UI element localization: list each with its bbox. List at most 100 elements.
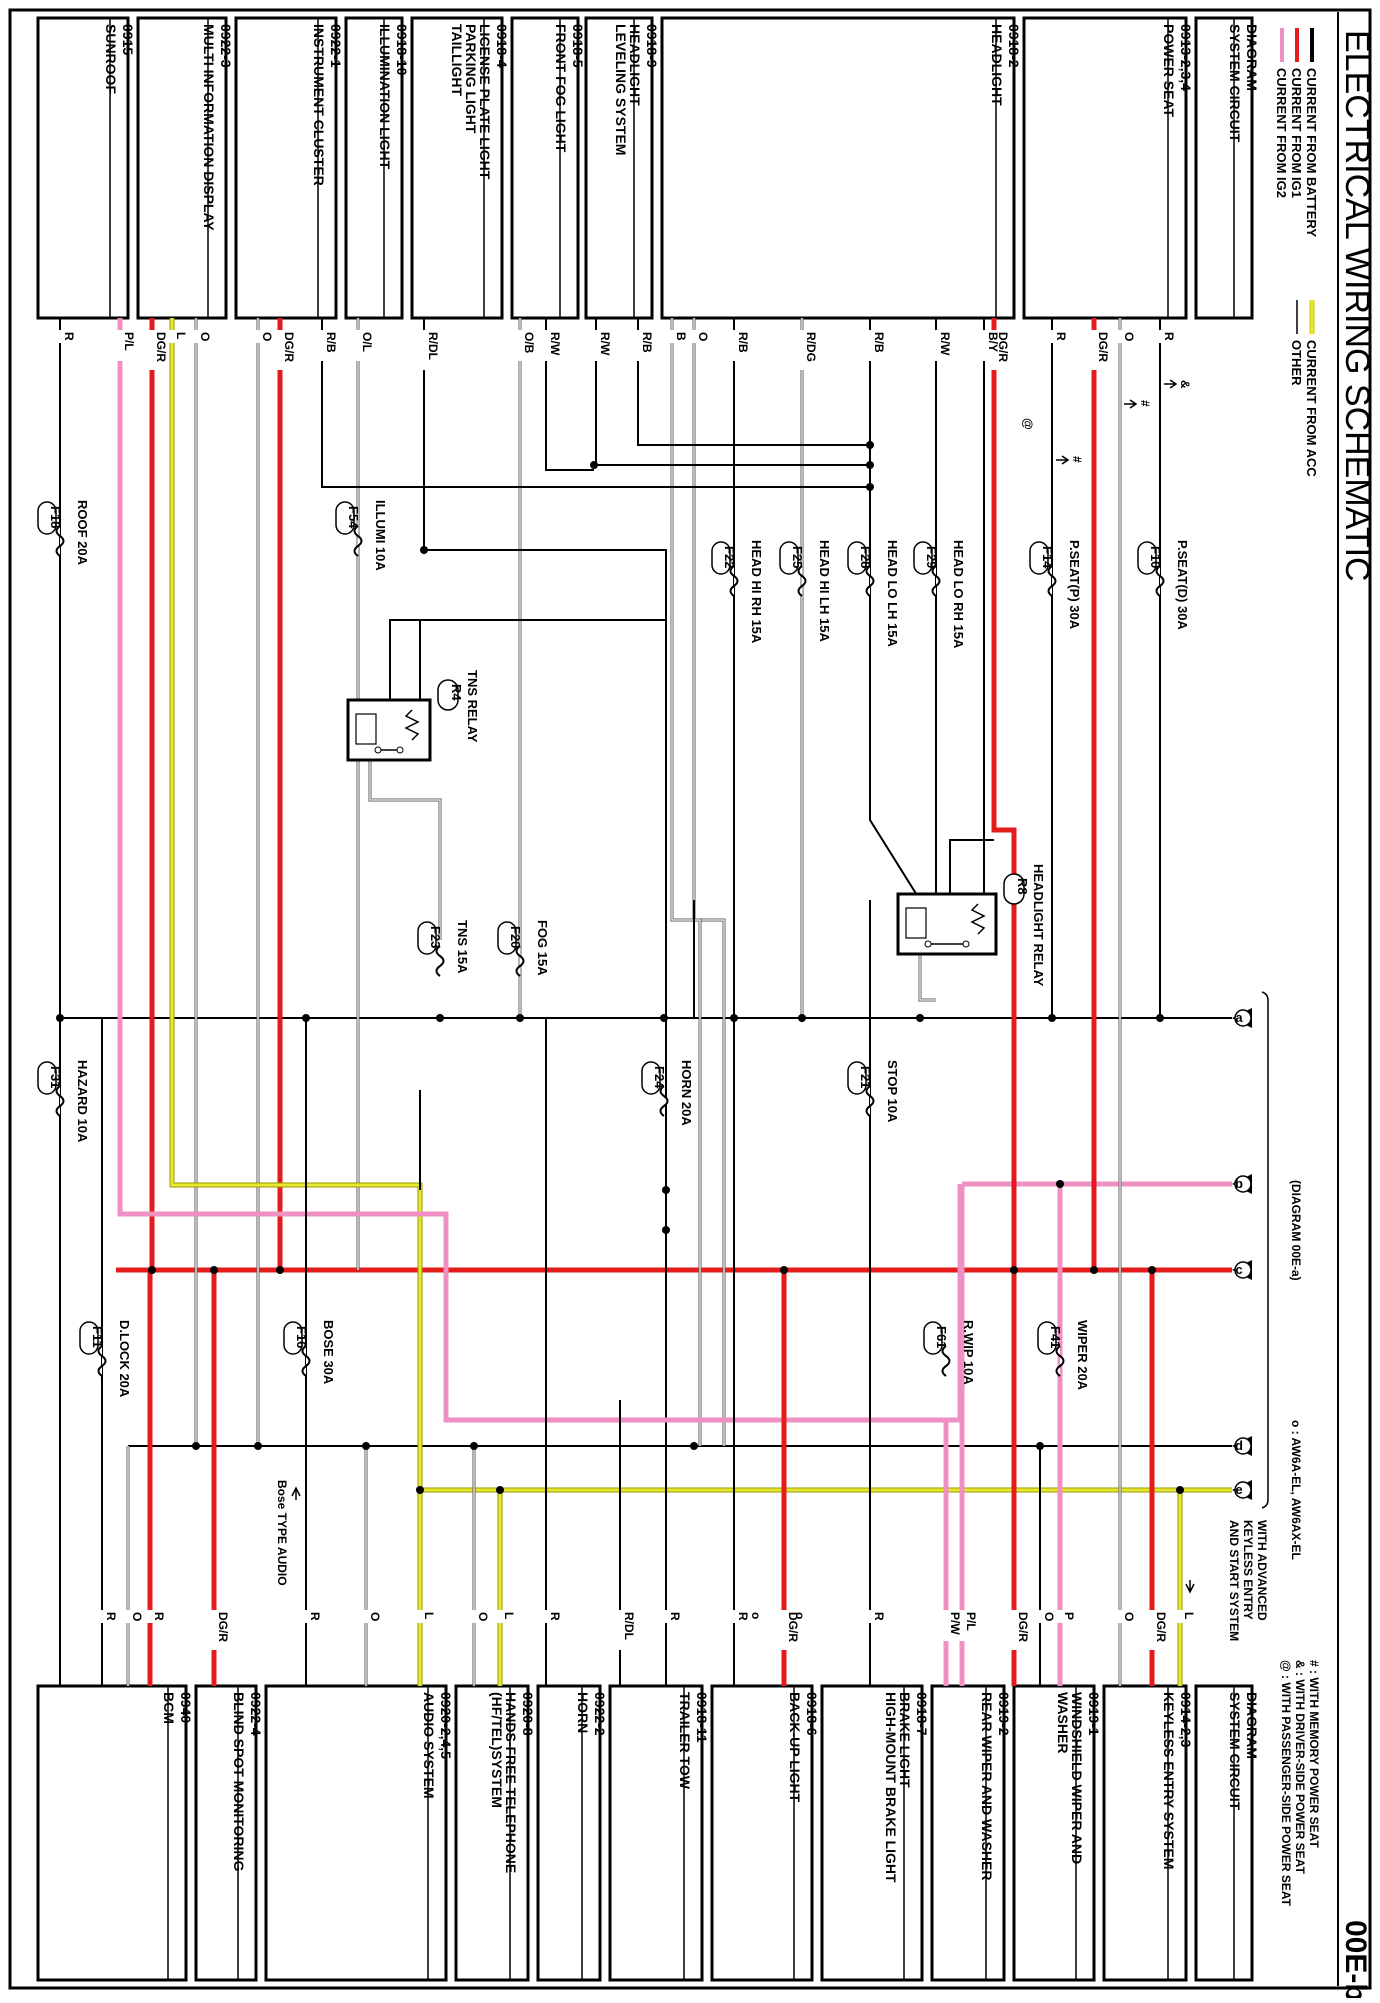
right-wire-label: R (104, 1612, 118, 1621)
fuse-label: WIPER 20A (1075, 1320, 1090, 1391)
left-box-9 (36, 16, 130, 320)
marker-amp: & (1178, 380, 1192, 389)
fuse-F29: HEAD LO RH 15A F29 (913, 540, 966, 649)
fuse-symbol (865, 565, 875, 597)
wire-labels: RODG/RRDG/RB/YR/WR/BR/DGR/BOBR/BR/WR/WO/… (52, 330, 1196, 1650)
right-box-name: TRAILER TOW (677, 1692, 693, 1790)
right-box-name: BCM (161, 1692, 177, 1724)
note-bose: Bose TYPE AUDIO (275, 1480, 289, 1586)
left-wire-label: L (174, 332, 188, 339)
splice-dot (1056, 1180, 1064, 1188)
splice-dot (662, 1226, 670, 1234)
fuse-symbol (435, 945, 445, 977)
wire-license-rdl (423, 318, 667, 1446)
right-box-name: (HF/TEL)SYSTEM (489, 1692, 505, 1808)
left-box-name: SUNROOF (103, 24, 119, 94)
fuse-label: D.LOCK 20A (117, 1320, 132, 1398)
fuse-symbol (55, 525, 65, 557)
splice-dot (276, 1266, 284, 1274)
fuse-label: HEAD HI RH 15A (749, 540, 764, 644)
fuse-label: ROOF 20A (75, 500, 90, 566)
splice-dot (420, 546, 428, 554)
page-code: 00E-b (1339, 1920, 1372, 1998)
fuse-id-badge (1029, 541, 1049, 575)
splice-dot (866, 441, 874, 449)
left-wire-label: O (260, 332, 274, 341)
splice-dot (302, 1014, 310, 1022)
left-wire-label: DG/R (996, 332, 1010, 362)
left-wire-label: O (198, 332, 212, 341)
right-box-code: 0922-4 (248, 1692, 264, 1736)
left-wire-label: R/B (736, 332, 750, 353)
connector-letter: e (1235, 1482, 1242, 1497)
note-model: o : AW6A-EL, AW6AX-EL (1289, 1420, 1303, 1560)
note-memory-seat: # : WITH MEMORY POWER SEAT (1307, 1660, 1321, 1848)
fuse-label: HEAD LO RH 15A (951, 540, 966, 649)
right-box-4 (820, 1684, 924, 1982)
right-box-3 (930, 1684, 1006, 1982)
left-wire-label: O (1122, 332, 1136, 341)
left-box-code: 0918-2 (1006, 24, 1022, 68)
left-wire-label: R/B (640, 332, 654, 353)
legend-label-battery: CURRENT FROM BATTERY (1304, 68, 1319, 237)
splice-dot (1148, 1266, 1156, 1274)
left-box-code: 0922-1 (328, 24, 344, 68)
fuse-id: F16 (294, 1326, 309, 1348)
marker-circle-1: o (749, 1612, 763, 1619)
left-wire-label: R/W (548, 332, 562, 356)
fuse-symbol (1155, 565, 1165, 597)
fuse-symbol (797, 565, 807, 597)
marker-hash-2: # (1070, 456, 1084, 463)
fuse-label: P.SEAT(P) 30A (1067, 540, 1082, 630)
left-box-name: LEVELING SYSTEM (613, 24, 629, 155)
left-wire-label: R (1162, 332, 1176, 341)
right-box-code: DIAGRAM (1244, 1692, 1260, 1759)
fuse-id-badge (335, 501, 355, 535)
note-diagram-ref: (DIAGRAM 00E-a) (1289, 1180, 1303, 1281)
left-wire-label: R/B (324, 332, 338, 353)
wire-head-relay-in (949, 839, 994, 894)
left-wire-label: O/L (360, 332, 374, 352)
splice-dot (148, 1266, 156, 1274)
right-wire-label: DG/R (216, 1612, 230, 1642)
right-wire-label: P/W (948, 1612, 962, 1635)
right-wire-label: O (1042, 1612, 1056, 1621)
wire-mid-l (169, 318, 423, 1490)
legend-label-acc: CURRENT FROM ACC (1304, 340, 1319, 477)
right-box-5 (710, 1684, 814, 1982)
left-wire-label: O (696, 332, 710, 341)
fuse-id: F29 (924, 546, 939, 568)
connector-d (1234, 1437, 1252, 1455)
splice-dot (470, 1442, 478, 1450)
left-wire-label: R/DG (804, 332, 818, 362)
fuse-label: HEAD LO LH 15A (885, 540, 900, 648)
splice-dot (496, 1486, 504, 1494)
relay-name: TNS RELAY (465, 670, 480, 743)
relay-contact (905, 907, 927, 939)
left-box-code: 0918-9 (644, 24, 660, 68)
left-box-5 (410, 16, 504, 320)
fuse-symbol (1047, 565, 1057, 597)
fuse-symbol (729, 565, 739, 597)
fuse-label: P.SEAT(D) 30A (1175, 540, 1190, 630)
right-box-1 (1102, 1684, 1188, 1982)
fuse-symbol (1055, 1345, 1065, 1377)
legend-label-other: OTHER (1289, 340, 1304, 386)
wire-illum-rb (321, 318, 870, 488)
right-box-code: 0922-2 (592, 1692, 608, 1736)
right-wire-label: O (1122, 1612, 1136, 1621)
splice-dot (1010, 1266, 1018, 1274)
relay-id: R4 (449, 684, 464, 701)
note-keyless-2: KEYLESS ENTRY (1241, 1520, 1255, 1620)
fuse-label: R.WIP 10A (961, 1320, 976, 1385)
splice-dot (210, 1266, 218, 1274)
connector-letter: a (1235, 1010, 1243, 1025)
right-box-name: HORN (575, 1692, 591, 1733)
